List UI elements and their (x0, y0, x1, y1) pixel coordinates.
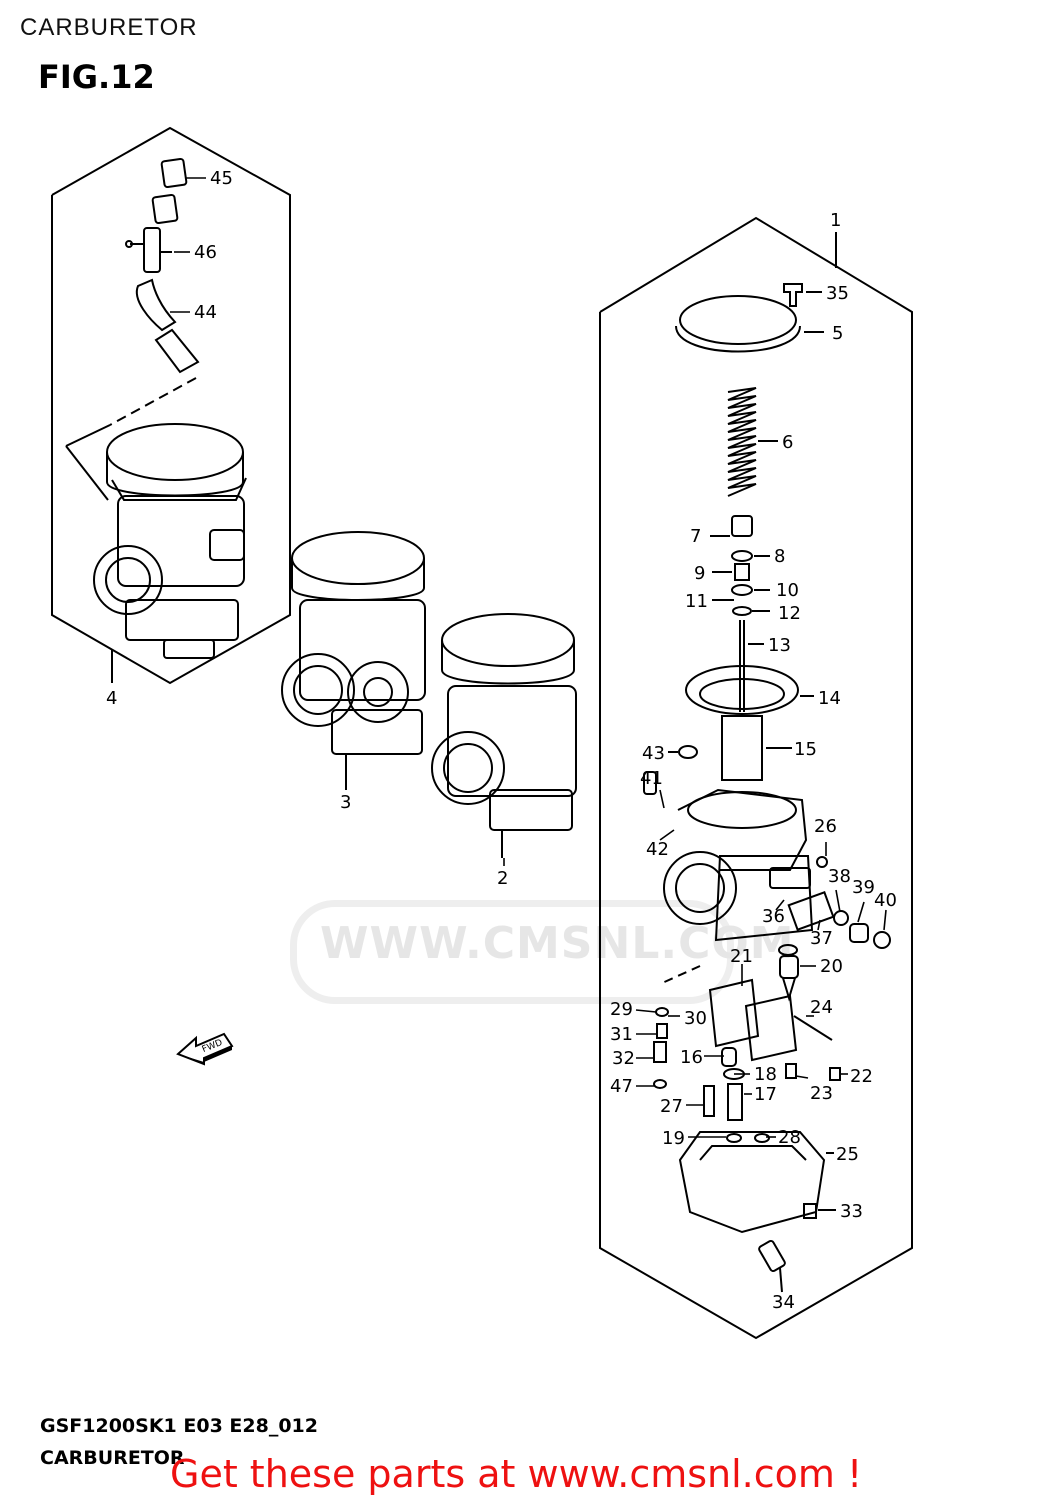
callout-31: 31 (610, 1024, 633, 1045)
callout-6: 6 (782, 432, 793, 453)
section-name: CARBURETOR (40, 1447, 185, 1469)
callout-14: 14 (818, 688, 841, 709)
callout-28: 28 (778, 1127, 801, 1148)
callout-32: 32 (612, 1048, 635, 1069)
callout-19: 19 (662, 1128, 685, 1149)
carburetor-body-2 (431, 613, 577, 858)
callout-42: 42 (646, 839, 669, 860)
callout-29: 29 (610, 999, 633, 1020)
watermark-text: WWW.CMSNL.COM (320, 918, 795, 969)
callout-10: 10 (776, 580, 799, 601)
callout-41: 41 (640, 768, 663, 789)
callout-2: 2 (497, 868, 508, 889)
callout-36: 36 (762, 906, 785, 927)
carburetor-main-body (643, 745, 891, 985)
hose-assembly (65, 157, 200, 447)
callout-34: 34 (772, 1292, 795, 1313)
leader-lines (170, 177, 887, 1138)
callout-38: 38 (828, 866, 851, 887)
callout-27: 27 (660, 1096, 683, 1117)
callout-15: 15 (794, 739, 817, 760)
callout-4: 4 (106, 688, 117, 709)
diagram-code: GSF1200SK1 E03 E28_012 (40, 1415, 318, 1437)
callout-37: 37 (810, 928, 833, 949)
callout-labels: 45 46 44 4 3 2 1 35 5 6 7 8 9 10 11 12 1… (106, 168, 897, 1313)
watermark-badge (290, 900, 734, 1004)
callout-25: 25 (836, 1144, 859, 1165)
group-frame-left (51, 126, 291, 685)
callout-20: 20 (820, 956, 843, 977)
callout-22: 22 (850, 1066, 873, 1087)
page-title: CARBURETOR (20, 14, 198, 41)
diaphragm-piston (685, 665, 814, 781)
callout-13: 13 (768, 635, 791, 656)
figure-label: FIG.12 (38, 58, 155, 96)
callout-18: 18 (754, 1064, 777, 1085)
callout-35: 35 (826, 283, 849, 304)
callout-8: 8 (774, 546, 785, 567)
callout-26: 26 (814, 816, 837, 837)
callout-7: 7 (690, 526, 701, 547)
callout-3: 3 (340, 792, 351, 813)
callout-12: 12 (778, 603, 801, 624)
forward-arrow-icon: FWD (176, 1032, 234, 1066)
callout-9: 9 (694, 563, 705, 584)
lower-parts (653, 944, 841, 1143)
callout-11: 11 (685, 591, 708, 612)
callout-23: 23 (810, 1083, 833, 1104)
callout-45: 45 (210, 168, 233, 189)
carburetor-body-4 (65, 423, 247, 659)
callout-33: 33 (840, 1201, 863, 1222)
top-cover (675, 283, 824, 353)
float-bowl (678, 1131, 836, 1293)
callout-39: 39 (852, 877, 875, 898)
parts-banner-link[interactable]: Get these parts at www.cmsnl.com ! (170, 1452, 863, 1496)
callout-16: 16 (680, 1047, 703, 1068)
callout-46: 46 (194, 242, 217, 263)
callout-43: 43 (642, 743, 665, 764)
callout-44: 44 (194, 302, 217, 323)
callout-30: 30 (684, 1008, 707, 1029)
callout-47: 47 (610, 1076, 633, 1097)
callout-40: 40 (874, 890, 897, 911)
callout-21: 21 (730, 946, 753, 967)
group-frame-right (599, 216, 913, 1340)
carburetor-body-3 (281, 531, 426, 790)
callout-1: 1 (830, 210, 841, 231)
callout-5: 5 (832, 323, 843, 344)
callout-24: 24 (810, 997, 833, 1018)
needle-parts (710, 515, 770, 712)
spring (727, 387, 778, 497)
callout-17: 17 (754, 1084, 777, 1105)
